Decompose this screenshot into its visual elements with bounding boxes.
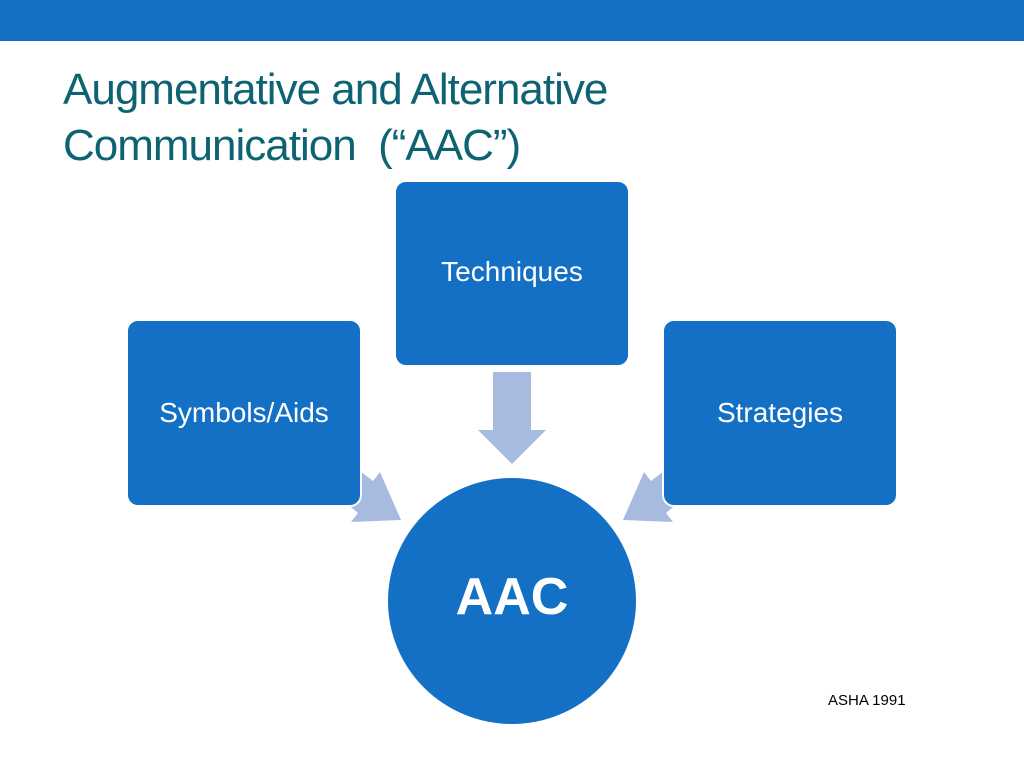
source-citation: ASHA 1991 [828, 692, 906, 709]
center-node-aac: AAC [388, 478, 636, 724]
node-techniques-label: Techniques [441, 255, 583, 287]
node-symbols-aids: Symbols/Aids [126, 319, 362, 507]
slide-title: Augmentative and Alternative Communicati… [63, 62, 963, 174]
arrow-techniques-to-aac [478, 372, 546, 464]
node-strategies-label: Strategies [716, 397, 844, 428]
node-strategies: Strategies [662, 319, 898, 507]
slide-title-line-2: Communication (“AAC”) [63, 121, 521, 170]
node-symbols-aids-label: Symbols/Aids [159, 397, 329, 428]
slide-title-line-1: Augmentative and Alternative [63, 65, 608, 114]
top-accent-bar [0, 0, 1024, 41]
node-techniques: Techniques [394, 180, 630, 367]
center-node-label: AAC [455, 568, 569, 626]
